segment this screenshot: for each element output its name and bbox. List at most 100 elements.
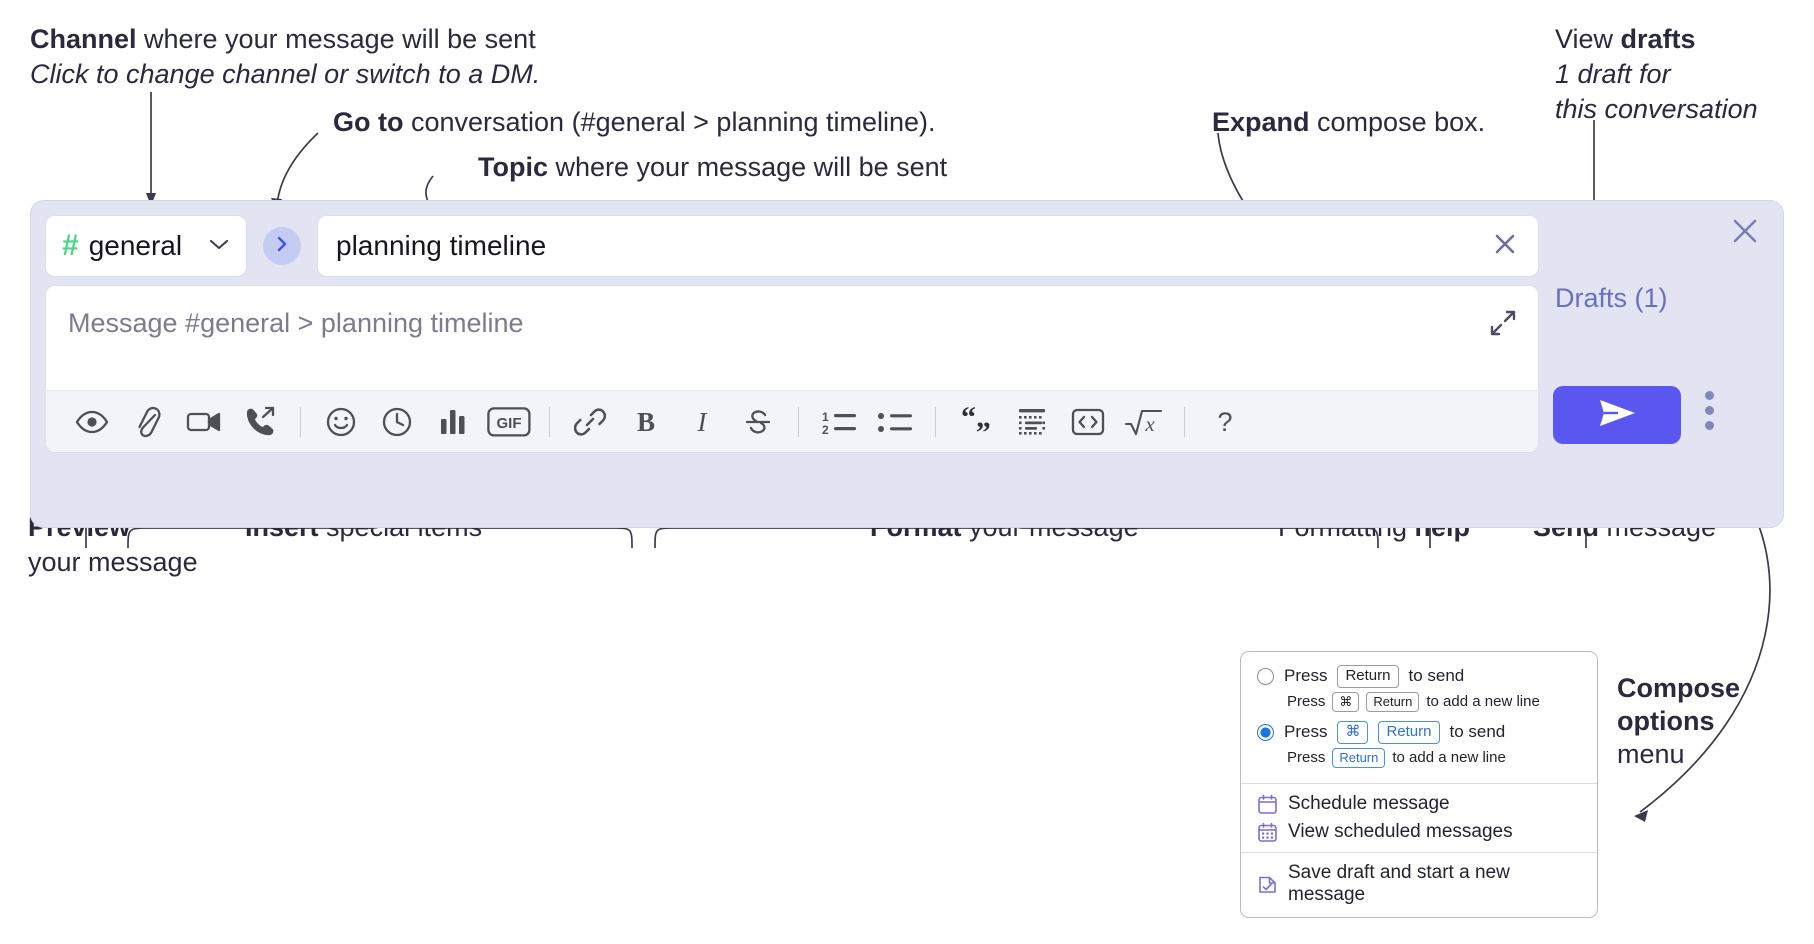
gif-button[interactable]: GIF bbox=[481, 398, 537, 446]
annotation-compose-options: Compose options menu bbox=[1617, 672, 1740, 771]
send-button[interactable] bbox=[1553, 386, 1681, 444]
menu-option-1-post: to send bbox=[1408, 666, 1465, 686]
annotation-topic-rest: where your message will be sent bbox=[548, 152, 948, 182]
record-audio-button[interactable] bbox=[232, 398, 288, 446]
menu-option-2-post: to send bbox=[1449, 722, 1506, 742]
draft-check-icon bbox=[1257, 874, 1278, 895]
compose-options-button[interactable] bbox=[1705, 391, 1714, 430]
key-return: Return bbox=[1337, 665, 1399, 688]
svg-text:“„: “„ bbox=[961, 407, 991, 434]
compose-inner: # general planning timeline bbox=[45, 215, 1539, 515]
menu-option-2-sub-pre: Press bbox=[1287, 749, 1326, 767]
preview-button[interactable] bbox=[64, 398, 120, 446]
chevron-down-icon bbox=[208, 237, 230, 256]
formatting-toolbar: GIF B I bbox=[46, 390, 1538, 452]
annotation-goto-rest: conversation (#general > planning timeli… bbox=[403, 107, 936, 137]
code-block-button[interactable] bbox=[1004, 398, 1060, 446]
record-video-button[interactable] bbox=[176, 398, 232, 446]
message-placeholder: Message #general > planning timeline bbox=[68, 308, 524, 338]
annotation-compose-options-bold2: options bbox=[1617, 705, 1715, 736]
annotation-channel-rest: where your message will be sent bbox=[136, 24, 536, 54]
key-return: Return bbox=[1378, 721, 1440, 744]
inline-code-button[interactable] bbox=[1060, 398, 1116, 446]
chevron-right-icon bbox=[274, 234, 290, 259]
menu-item-label: Save draft and start a new message bbox=[1288, 862, 1510, 905]
bulleted-list-button[interactable] bbox=[867, 398, 923, 446]
menu-divider-2 bbox=[1241, 852, 1597, 853]
annotation-channel-sub: Click to change channel or switch to a D… bbox=[30, 59, 541, 90]
calendar-grid-icon bbox=[1257, 822, 1278, 843]
annotation-compose-options-bold1: Compose bbox=[1617, 673, 1741, 703]
formatting-help-button[interactable]: ? bbox=[1197, 398, 1253, 446]
radio-selected-icon[interactable] bbox=[1257, 723, 1274, 741]
channel-selector-button[interactable]: # general bbox=[45, 215, 247, 277]
menu-option-2-sub-post: to add a new line bbox=[1392, 749, 1506, 767]
annotation-channel: Channel where your message will be sent … bbox=[30, 22, 540, 92]
menu-item-schedule-message[interactable]: Schedule message bbox=[1241, 790, 1597, 818]
channel-name-label: general bbox=[88, 230, 183, 261]
compose-options-menu: Press Return to send Press ⌘ Return to a… bbox=[1240, 651, 1598, 918]
key-command: ⌘ bbox=[1337, 721, 1369, 744]
expand-icon[interactable] bbox=[1488, 308, 1518, 343]
close-icon[interactable] bbox=[1490, 229, 1520, 264]
menu-option-2-pre: Press bbox=[1284, 722, 1328, 742]
menu-option-1-sub-post: to add a new line bbox=[1426, 693, 1540, 711]
menu-option-2-sub: Press Return to add a new line bbox=[1241, 747, 1597, 774]
send-paper-plane-icon bbox=[1594, 396, 1640, 435]
menu-option-1-pre: Press bbox=[1284, 666, 1328, 686]
message-compose-panel: # general planning timeline bbox=[30, 200, 1784, 528]
go-to-conversation-button[interactable] bbox=[263, 227, 301, 265]
menu-option-1-sub-pre: Press bbox=[1287, 693, 1326, 711]
link-button[interactable] bbox=[562, 398, 618, 446]
annotation-preview-line2: your message bbox=[28, 547, 198, 578]
separator-5 bbox=[1184, 406, 1185, 437]
annotation-expand: Expand compose box. bbox=[1212, 105, 1485, 140]
key-command: ⌘ bbox=[1332, 691, 1360, 712]
menu-option-1-sub: Press ⌘ Return to add a new line bbox=[1241, 691, 1597, 718]
close-icon[interactable] bbox=[1729, 215, 1761, 252]
blockquote-button[interactable]: “„ bbox=[948, 398, 1004, 446]
menu-item-label: View scheduled messages bbox=[1288, 821, 1513, 842]
svg-text:?: ? bbox=[1217, 407, 1232, 437]
annotation-drafts: View drafts 1 draft for this conversatio… bbox=[1555, 22, 1758, 127]
kebab-dot-1 bbox=[1705, 391, 1714, 400]
drafts-link[interactable]: Drafts (1) bbox=[1555, 283, 1668, 313]
calendar-icon bbox=[1257, 794, 1278, 815]
annotation-compose-options-rest: menu bbox=[1617, 738, 1685, 769]
compose-header-row: # general planning timeline bbox=[45, 215, 1539, 277]
kebab-dot-3 bbox=[1705, 421, 1714, 430]
separator-3 bbox=[798, 406, 799, 437]
kebab-dot-2 bbox=[1705, 406, 1714, 415]
annotation-expand-rest: compose box. bbox=[1309, 107, 1486, 137]
annotation-drafts-pre: View bbox=[1555, 24, 1621, 54]
italic-button[interactable]: I bbox=[674, 398, 730, 446]
reminder-button[interactable] bbox=[369, 398, 425, 446]
separator-4 bbox=[935, 406, 936, 437]
svg-text:x: x bbox=[1144, 412, 1155, 436]
svg-text:I: I bbox=[697, 407, 709, 437]
strikethrough-button[interactable] bbox=[730, 398, 786, 446]
svg-text:GIF: GIF bbox=[497, 415, 522, 432]
poll-button[interactable] bbox=[425, 398, 481, 446]
latex-button[interactable]: x bbox=[1116, 398, 1172, 446]
topic-input[interactable]: planning timeline bbox=[317, 215, 1539, 277]
menu-radio-option-1[interactable]: Press Return to send bbox=[1241, 662, 1597, 691]
emoji-button[interactable] bbox=[313, 398, 369, 446]
annotation-goto-bold: Go to bbox=[333, 107, 404, 137]
annotation-topic-bold: Topic bbox=[478, 152, 548, 182]
annotation-drafts-bold: drafts bbox=[1620, 24, 1696, 54]
topic-value: planning timeline bbox=[336, 230, 547, 261]
bold-button[interactable]: B bbox=[618, 398, 674, 446]
radio-unselected-icon[interactable] bbox=[1257, 667, 1274, 685]
message-input-box[interactable]: Message #general > planning timeline bbox=[45, 285, 1539, 453]
annotation-channel-bold: Channel bbox=[30, 24, 137, 54]
attach-file-button[interactable] bbox=[120, 398, 176, 446]
annotation-topic: Topic where your message will be sent bbox=[478, 150, 947, 185]
menu-item-view-scheduled-messages[interactable]: View scheduled messages bbox=[1241, 818, 1597, 846]
menu-radio-option-2[interactable]: Press ⌘ Return to send bbox=[1241, 718, 1597, 747]
hash-icon: # bbox=[62, 229, 79, 262]
separator-2 bbox=[549, 406, 550, 437]
menu-item-save-draft[interactable]: Save draft and start a new message bbox=[1241, 859, 1597, 909]
